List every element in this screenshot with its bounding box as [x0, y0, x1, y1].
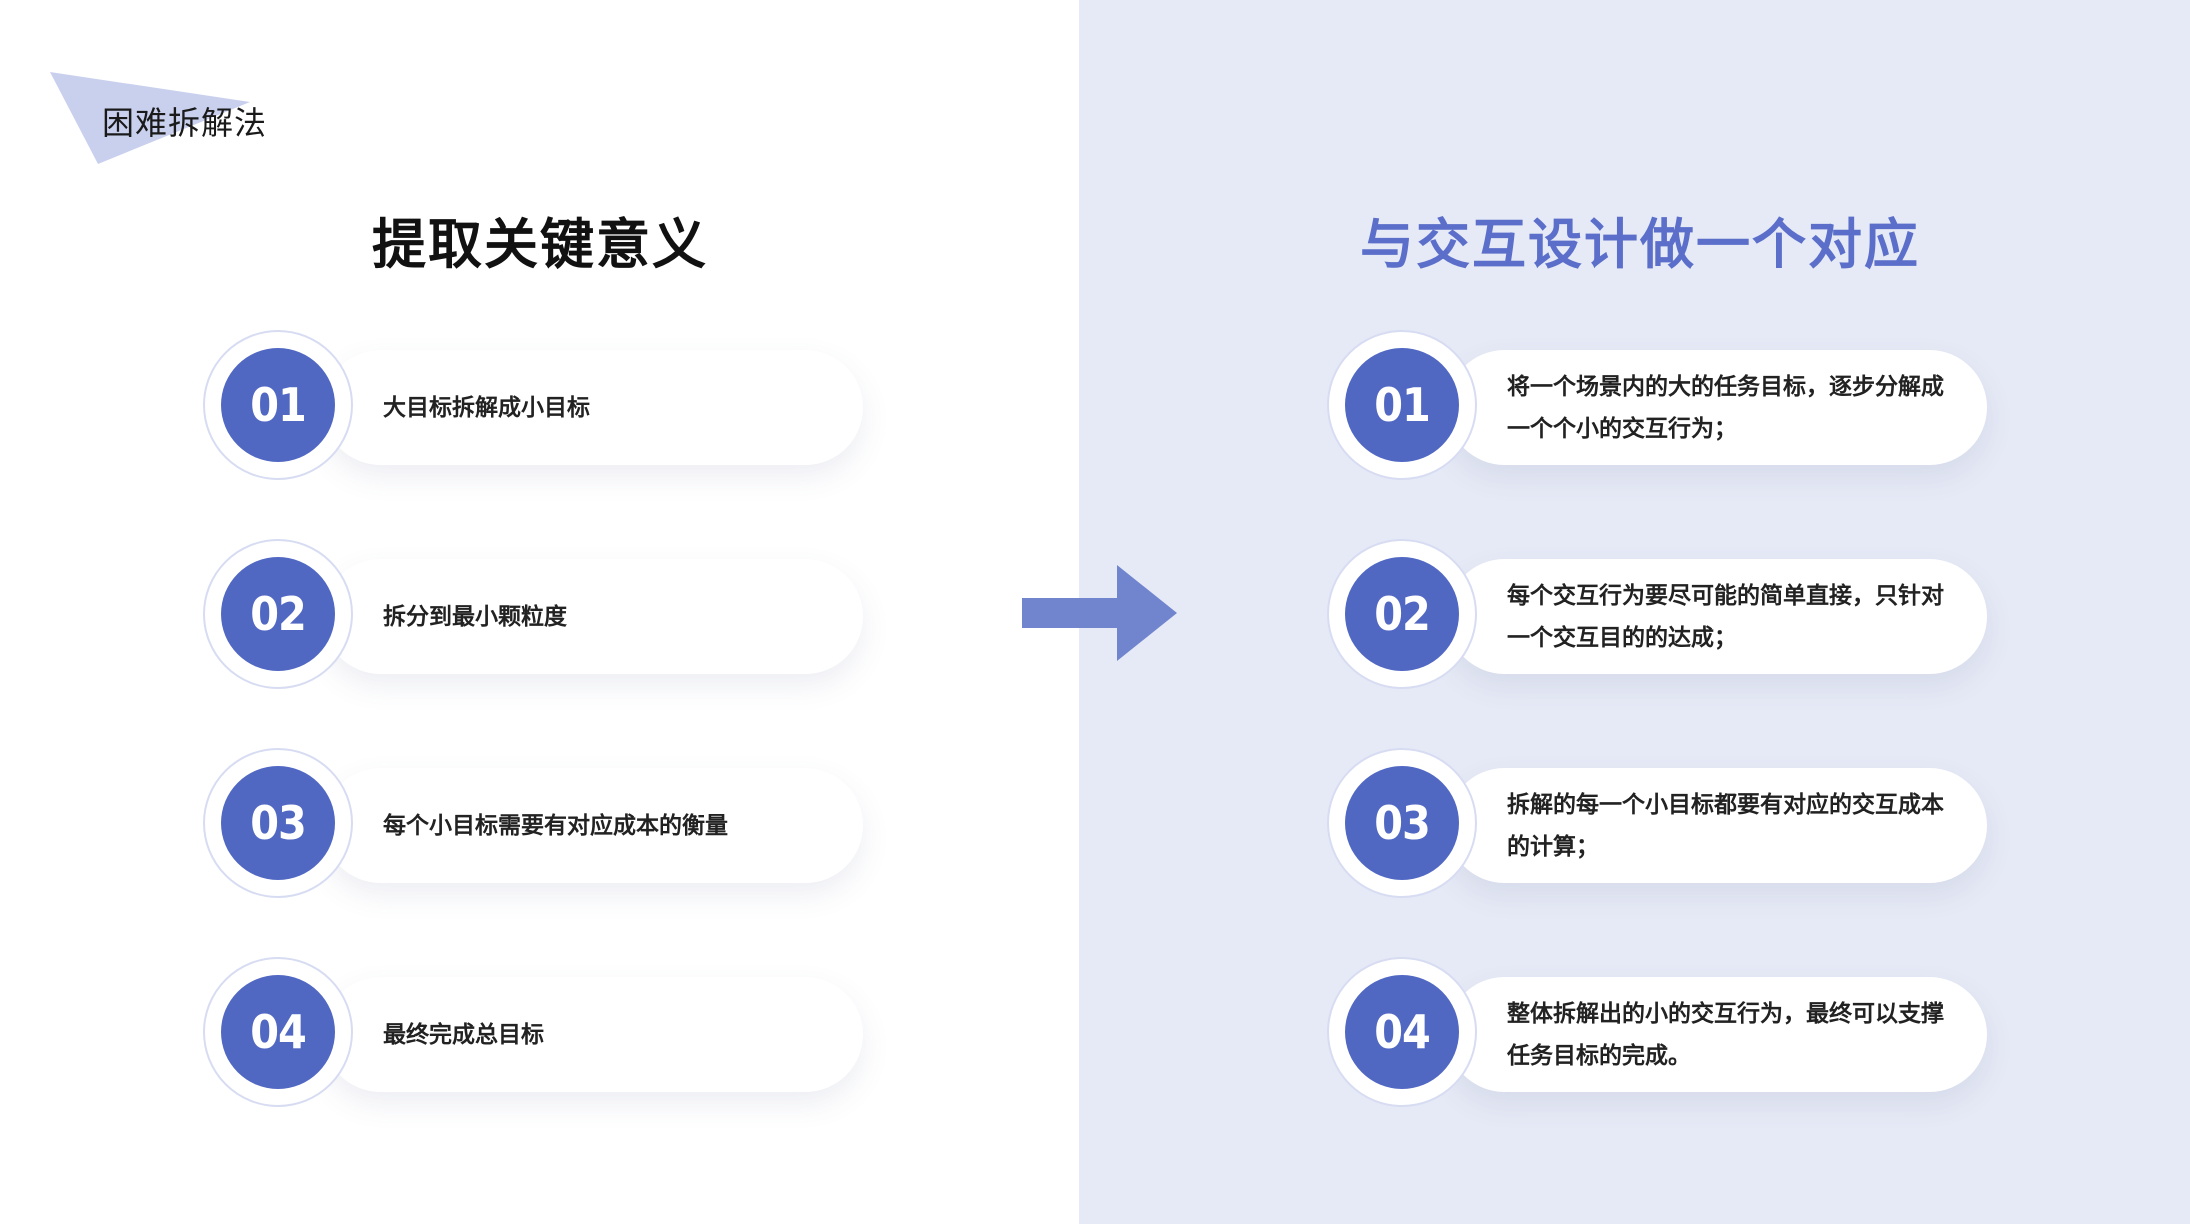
item-pill — [1447, 350, 1987, 465]
item-text: 拆解的每一个小目标都要有对应的交互成本的计算； — [1507, 791, 1944, 860]
corner-triangle-decoration — [50, 72, 250, 164]
right-item: 04 整体拆解出的小的交互行为，最终可以支撑任务目标的完成。 — [1327, 957, 2007, 1117]
number-badge: 03 — [1345, 766, 1459, 880]
left-item: 03 每个小目标需要有对应成本的衡量 — [203, 748, 883, 908]
number-badge: 01 — [221, 348, 335, 462]
left-item: 02 拆分到最小颗粒度 — [203, 539, 883, 699]
number-badge: 01 — [1345, 348, 1459, 462]
left-item: 01 大目标拆解成小目标 — [203, 330, 883, 490]
item-text: 最终完成总目标 — [383, 1021, 544, 1048]
left-item: 04 最终完成总目标 — [203, 957, 883, 1117]
item-text: 每个交互行为要尽可能的简单直接，只针对一个交互目的的达成； — [1507, 582, 1944, 651]
item-pill — [323, 768, 863, 883]
left-section-title: 提取关键意义 — [372, 213, 708, 276]
item-text: 每个小目标需要有对应成本的衡量 — [383, 812, 728, 839]
item-text: 整体拆解出的小的交互行为，最终可以支撑任务目标的完成。 — [1507, 1000, 1944, 1069]
number-badge: 02 — [221, 557, 335, 671]
item-text: 将一个场景内的大的任务目标，逐步分解成一个个小的交互行为； — [1507, 373, 1944, 442]
item-pill — [1447, 768, 1987, 883]
right-item: 02 每个交互行为要尽可能的简单直接，只针对一个交互目的的达成； — [1327, 539, 2007, 699]
item-pill — [1447, 559, 1987, 674]
right-item: 03 拆解的每一个小目标都要有对应的交互成本的计算； — [1327, 748, 2007, 908]
item-pill — [323, 559, 863, 674]
arrow-right-icon — [1022, 565, 1177, 661]
page-tag: 困难拆解法 — [102, 104, 268, 142]
item-text: 大目标拆解成小目标 — [383, 394, 590, 421]
item-pill — [323, 350, 863, 465]
number-badge: 03 — [221, 766, 335, 880]
right-item: 01 将一个场景内的大的任务目标，逐步分解成一个个小的交互行为； — [1327, 330, 2007, 490]
item-pill — [1447, 977, 1987, 1092]
item-pill — [323, 977, 863, 1092]
number-badge: 04 — [221, 975, 335, 1089]
right-section-title: 与交互设计做一个对应 — [1360, 213, 1920, 276]
number-badge: 02 — [1345, 557, 1459, 671]
number-badge: 04 — [1345, 975, 1459, 1089]
item-text: 拆分到最小颗粒度 — [383, 603, 567, 630]
